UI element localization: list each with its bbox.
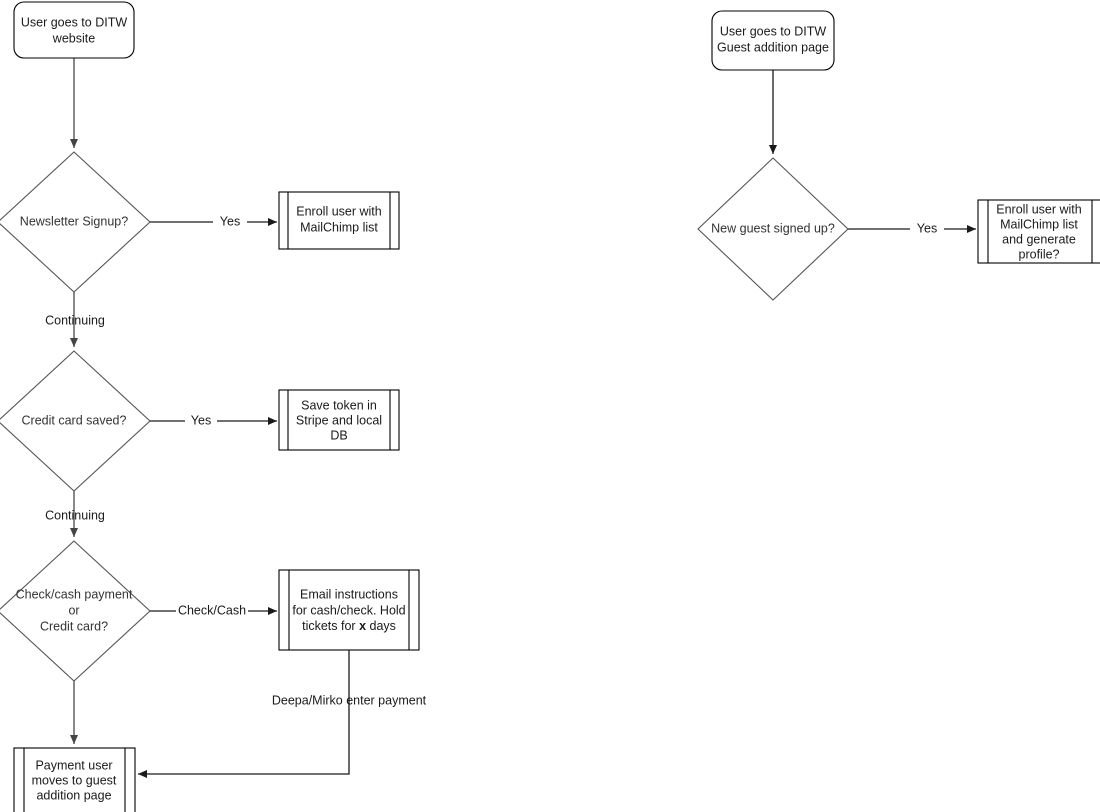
edge-label-continuing-1: Continuing: [45, 313, 105, 327]
node-payment-user-moves[interactable]: Payment user moves to guest addition pag…: [13, 747, 136, 812]
edge-deepa-mirko: Deepa/Mirko enter payment: [138, 650, 427, 778]
node-email-instructions-line3: tickets for x days: [302, 619, 396, 633]
node-payment-type-decision-line2: or: [68, 603, 79, 617]
node-payment-type-decision-line3: Credit card?: [40, 619, 108, 633]
node-new-guest-decision[interactable]: New guest signed up?: [697, 157, 849, 301]
node-enroll-generate-profile-line3: and generate: [1002, 232, 1076, 246]
node-payment-type-decision-line1: Check/cash payment: [16, 587, 133, 601]
node-newsletter-decision-label: Newsletter Signup?: [20, 214, 128, 228]
email-line3-bold: x: [359, 619, 366, 633]
node-start-website-line2: website: [52, 31, 95, 45]
edge-label-continuing-2: Continuing: [45, 508, 105, 522]
node-save-token-line3: DB: [330, 428, 347, 442]
node-payment-user-moves-line3: addition page: [36, 788, 111, 802]
node-enroll-generate-profile-line2: MailChimp list: [1000, 217, 1078, 231]
node-start-website[interactable]: User goes to DITW website: [13, 1, 135, 59]
node-enroll-mailchimp[interactable]: Enroll user with MailChimp list: [278, 191, 400, 250]
edge-newsletter-yes: Yes: [150, 214, 277, 228]
edge-label-deepa-mirko: Deepa/Mirko enter payment: [272, 693, 427, 707]
node-save-token-line1: Save token in: [301, 398, 377, 412]
node-enroll-generate-profile-line4: profile?: [1019, 247, 1060, 261]
edge-label-check-cash: Check/Cash: [178, 603, 246, 617]
email-line3-suffix: days: [366, 619, 396, 633]
node-enroll-generate-profile[interactable]: Enroll user with MailChimp list and gene…: [977, 199, 1100, 264]
node-enroll-mailchimp-line1: Enroll user with: [296, 204, 381, 218]
node-new-guest-decision-label: New guest signed up?: [711, 221, 835, 235]
node-start-guest-page-line1: User goes to DITW: [720, 24, 826, 38]
node-payment-user-moves-line2: moves to guest: [32, 773, 117, 787]
node-start-website-line1: User goes to DITW: [21, 15, 127, 29]
node-payment-type-decision[interactable]: Check/cash payment or Credit card?: [0, 540, 151, 682]
edge-new-guest-yes: Yes: [848, 221, 976, 235]
node-enroll-generate-profile-line1: Enroll user with: [996, 202, 1081, 216]
edge-payment-check-cash: Check/Cash: [150, 603, 277, 617]
node-credit-card-decision[interactable]: Credit card saved?: [0, 350, 151, 492]
edge-credit-card-continuing: Continuing: [45, 491, 105, 537]
node-email-instructions-line1: Email instructions: [300, 587, 398, 601]
node-start-guest-page[interactable]: User goes to DITW Guest addition page: [711, 10, 835, 71]
node-credit-card-decision-label: Credit card saved?: [22, 413, 127, 427]
node-newsletter-decision[interactable]: Newsletter Signup?: [0, 151, 151, 293]
edge-label-yes-newsletter: Yes: [220, 214, 240, 228]
node-save-token[interactable]: Save token in Stripe and local DB: [278, 389, 400, 451]
edge-label-yes-credit-card: Yes: [191, 413, 211, 427]
node-email-instructions-line2: for cash/check. Hold: [292, 603, 405, 617]
node-email-instructions[interactable]: Email instructions for cash/check. Hold …: [278, 569, 420, 651]
node-start-guest-page-line2: Guest addition page: [717, 40, 829, 54]
node-save-token-line2: Stripe and local: [296, 413, 382, 427]
edge-credit-card-yes: Yes: [150, 413, 277, 427]
email-line3-prefix: tickets for: [302, 619, 359, 633]
edge-label-yes-new-guest: Yes: [917, 221, 937, 235]
node-payment-user-moves-line1: Payment user: [35, 758, 112, 772]
edge-newsletter-continuing: Continuing: [45, 292, 105, 347]
node-enroll-mailchimp-line2: MailChimp list: [300, 220, 378, 234]
